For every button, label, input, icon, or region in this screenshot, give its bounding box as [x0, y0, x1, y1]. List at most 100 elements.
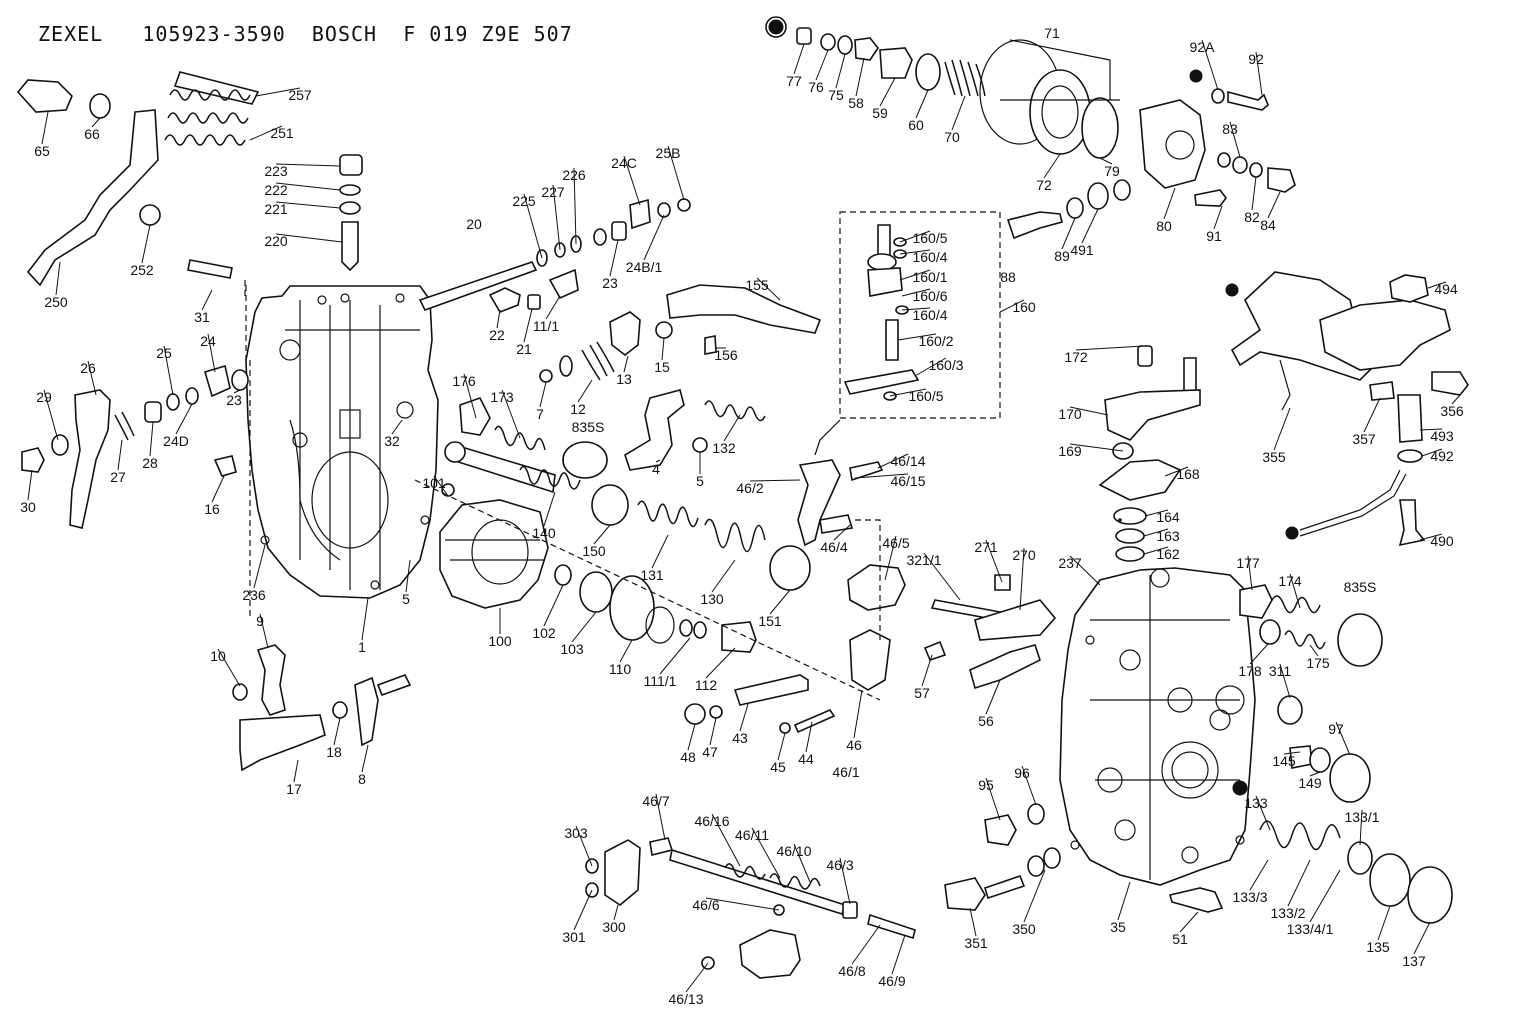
leader-line-4611: [751, 827, 781, 879]
part-label-72: 72: [1036, 177, 1052, 193]
governor-shaft-group: [418, 198, 822, 383]
pump-housing: [245, 285, 439, 620]
leader-line-24B1: [643, 214, 665, 261]
leader-line-1603: [914, 357, 947, 377]
leader-line-257: [255, 87, 301, 97]
leader-line-1605a: [899, 230, 931, 243]
part-label-29: 29: [36, 389, 52, 405]
leader-line-226: [573, 167, 577, 245]
leader-line-25: [163, 345, 174, 396]
lever-170-group: [1098, 345, 1201, 562]
part-label-300: 300: [602, 919, 626, 935]
part-label-222: 222: [264, 182, 288, 198]
leader-line-7: [539, 381, 547, 408]
part-label-4611: 46/11: [735, 827, 769, 843]
leader-line-357: [1363, 397, 1381, 433]
part-label-1601: 160/1: [912, 269, 947, 285]
part-label-169: 169: [1058, 443, 1082, 459]
part-label-3211: 321/1: [906, 552, 941, 568]
leader-line-172: [1075, 345, 1145, 351]
part-label-356: 356: [1440, 403, 1464, 419]
leader-line-72: [1043, 153, 1061, 179]
leader-line-48: [687, 723, 696, 751]
part-label-110: 110: [609, 661, 632, 677]
leader-line-13: [623, 355, 629, 373]
leader-line-135: [1377, 905, 1391, 941]
part-label-46: 46: [846, 737, 862, 753]
part-label-135: 135: [1366, 939, 1390, 955]
leader-line-77: [793, 43, 805, 75]
leader-line-494: [1427, 281, 1447, 289]
leader-line-56: [985, 679, 1001, 715]
part-label-351: 351: [964, 935, 988, 951]
part-label-1604a: 160/4: [912, 249, 947, 265]
part-label-89: 89: [1054, 248, 1070, 264]
leader-line-155: [756, 277, 781, 301]
leader-line-1605b: [889, 388, 927, 397]
leader-line-101: [433, 475, 449, 497]
part-label-357: 357: [1352, 431, 1376, 447]
part-label-103: 103: [560, 641, 584, 657]
part-label-303: 303: [564, 825, 588, 841]
part-label-44: 44: [798, 751, 814, 767]
leader-line-1111: [659, 637, 691, 675]
leader-line-178: [1249, 643, 1269, 665]
leader-line-103: [571, 611, 597, 643]
leader-line-10: [217, 648, 241, 687]
part-label-15: 15: [654, 359, 670, 375]
leader-line-92A: [1201, 39, 1219, 91]
leader-line-66: [91, 117, 101, 128]
part-label-23b: 23: [226, 392, 242, 408]
part-label-461: 46/1: [832, 764, 859, 780]
part-label-172: 172: [1064, 349, 1088, 365]
part-label-84: 84: [1260, 217, 1276, 233]
leader-line-82: [1251, 176, 1257, 211]
part-label-27: 27: [110, 469, 126, 485]
leader-line-1332: [1287, 859, 1311, 907]
leader-line-303: [575, 825, 593, 867]
leader-line-31: [201, 289, 213, 311]
part-label-22: 22: [489, 327, 505, 343]
leader-line-44: [805, 721, 813, 753]
part-label-101: 101: [422, 475, 446, 491]
zexel-part-number: 105923-3590: [142, 22, 286, 46]
leader-line-251: [249, 125, 283, 141]
part-label-149: 149: [1298, 775, 1322, 791]
bosch-label: BOSCH: [311, 22, 378, 46]
part-label-250: 250: [44, 294, 68, 310]
part-label-35: 35: [1110, 919, 1126, 935]
leader-line-1333: [1249, 859, 1269, 891]
leader-line-46: [853, 689, 863, 739]
part-label-151: 151: [758, 613, 782, 629]
part-label-45: 45: [770, 759, 786, 775]
part-label-65: 65: [34, 143, 50, 159]
part-label-1605a: 160/5: [912, 230, 947, 246]
part-label-4615: 46/15: [890, 473, 925, 489]
leader-line-170: [1069, 406, 1109, 416]
part-label-251: 251: [270, 125, 294, 141]
leader-line-252: [141, 224, 151, 264]
part-label-83: 83: [1222, 121, 1238, 137]
part-label-350: 350: [1012, 921, 1036, 937]
leader-line-169: [1069, 443, 1124, 452]
part-label-100: 100: [488, 633, 512, 649]
leader-line-4615: [854, 473, 909, 479]
part-label-5a: 5: [696, 473, 704, 489]
leader-line-250: [55, 261, 61, 296]
zexel-label: ZEXEL: [38, 22, 104, 46]
part-label-24: 24: [200, 333, 216, 349]
part-label-20: 20: [466, 216, 482, 232]
diagram-header: ZEXEL 105923-3590 BOSCH F 019 Z9E 507: [38, 22, 573, 46]
leader-line-16: [211, 475, 225, 503]
leader-line-80: [1163, 187, 1176, 220]
part-label-26: 26: [80, 360, 96, 376]
leader-line-4616: [711, 813, 741, 867]
leader-line-24: [207, 333, 216, 373]
part-label-469: 46/9: [878, 973, 905, 989]
part-label-28: 28: [142, 455, 158, 471]
part-label-355: 355: [1262, 449, 1286, 465]
leader-line-65: [41, 111, 49, 145]
leader-line-27: [117, 439, 123, 471]
leader-line-225: [523, 193, 543, 259]
part-label-223: 223: [264, 163, 288, 179]
